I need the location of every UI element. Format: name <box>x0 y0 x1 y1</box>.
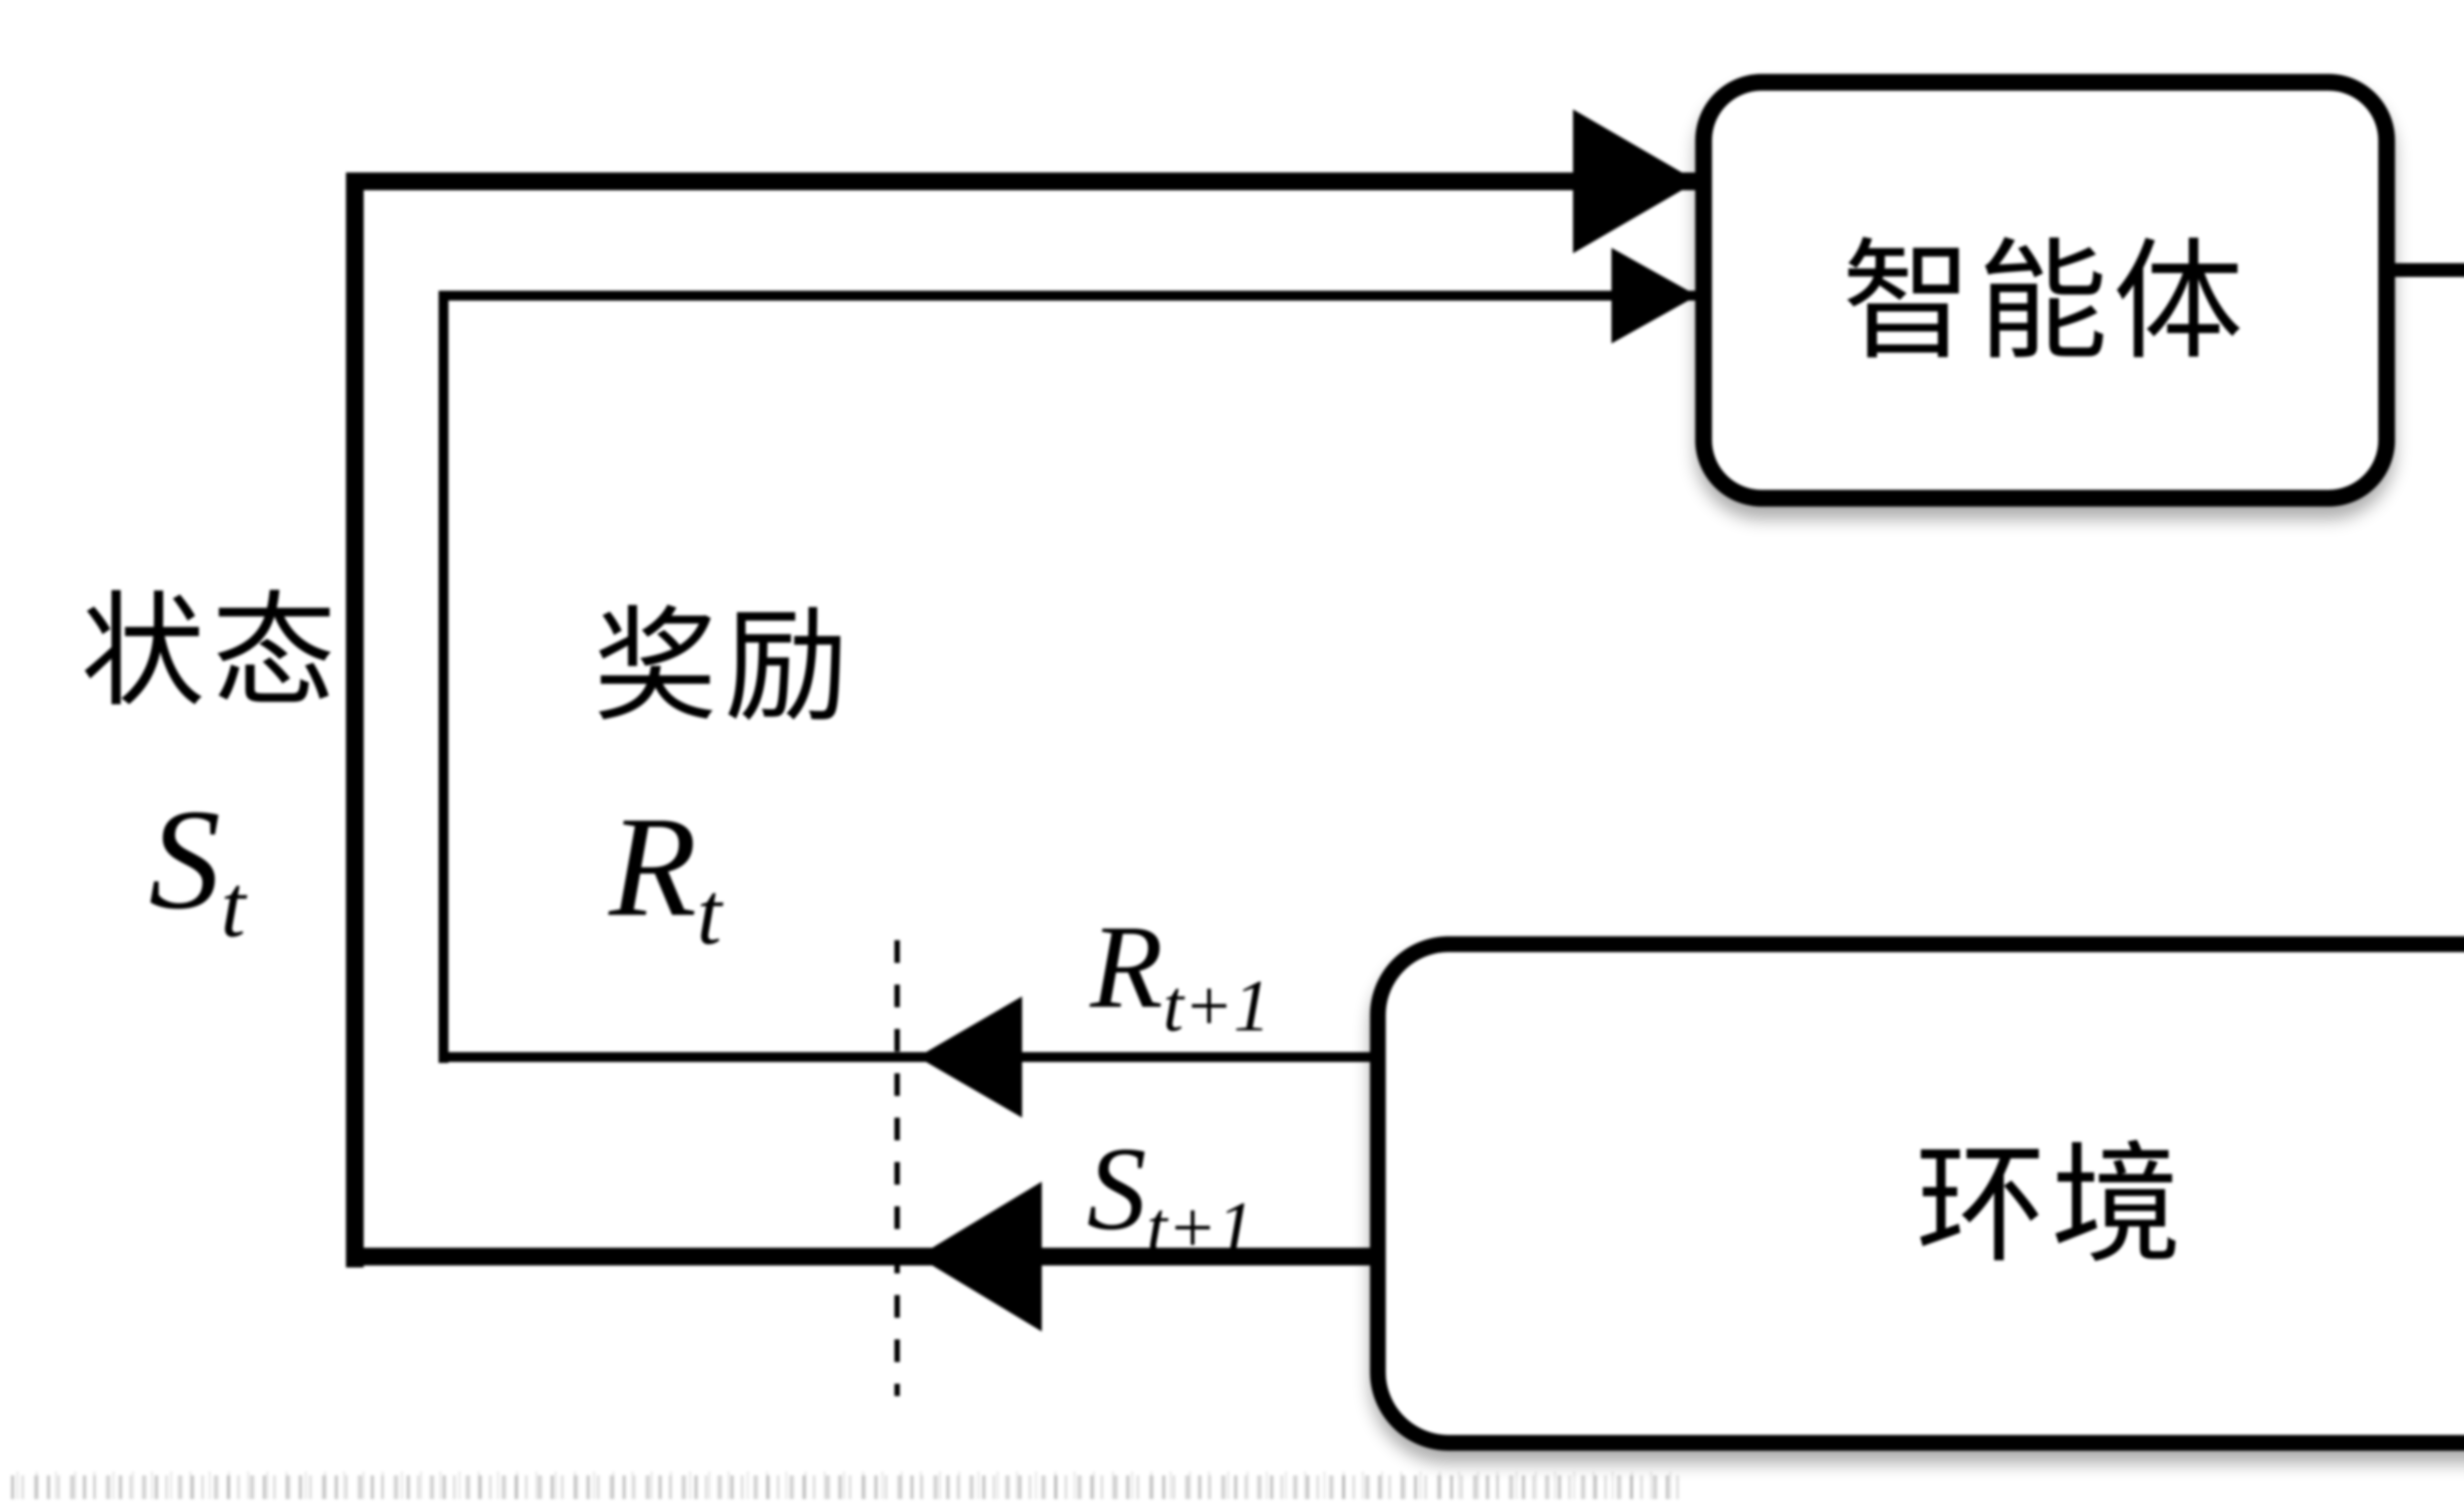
cropped-caption-fragment <box>11 1471 1681 1499</box>
next-state-symbol: St+1 <box>1087 1123 1254 1268</box>
reward-loop-top-line <box>439 291 1696 301</box>
reward-arrowhead-icon <box>1611 248 1697 343</box>
reward-loop-vertical-line <box>439 291 448 1063</box>
state-loop-top-line <box>346 172 1696 190</box>
next-reward-symbol: Rt+1 <box>1090 901 1270 1047</box>
reward-edge-label: 奖励 <box>593 598 856 737</box>
state-edge-label: 状态 <box>80 583 343 722</box>
reward-symbol: Rt <box>609 787 722 963</box>
environment-node: 环境 <box>1370 936 2464 1451</box>
state-arrowhead-icon <box>1573 109 1697 253</box>
state-symbol: St <box>148 780 246 956</box>
next-state-arrowhead-icon <box>918 1182 1042 1332</box>
agent-node-label: 智能体 <box>1842 231 2249 376</box>
next-state-line <box>346 1248 1370 1265</box>
agent-node: 智能体 <box>1695 74 2395 507</box>
next-reward-line <box>439 1052 1370 1062</box>
next-reward-arrowhead-icon <box>918 996 1022 1118</box>
environment-node-label: 环境 <box>1916 1134 2187 1279</box>
time-step-dashed-divider <box>894 940 900 1396</box>
state-loop-vertical-line <box>346 172 364 1267</box>
